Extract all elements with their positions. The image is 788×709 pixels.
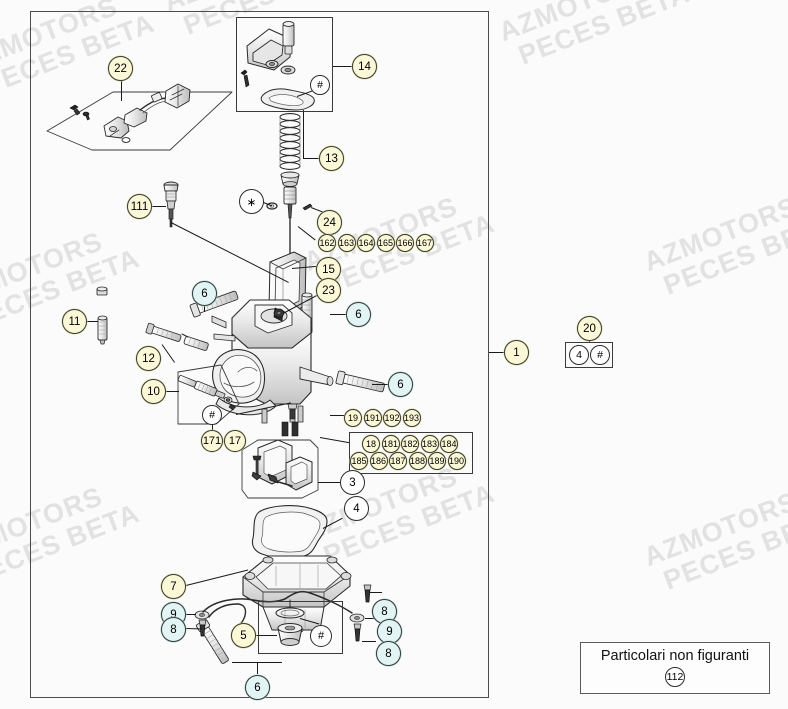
leader-line-13 bbox=[303, 158, 319, 159]
callout-24[interactable]: 24 bbox=[317, 210, 342, 235]
part-7-float-bowl bbox=[242, 555, 352, 634]
callout-10[interactable]: 10 bbox=[141, 379, 166, 404]
jet-bubble-188[interactable]: 188 bbox=[408, 452, 427, 470]
jet-bubble-193[interactable]: 193 bbox=[402, 409, 421, 427]
part-1-carburettor-body bbox=[211, 299, 334, 424]
callout-11[interactable]: 11 bbox=[62, 309, 87, 334]
leader-line-6-bottom bbox=[257, 662, 258, 674]
jet-bubble-185[interactable]: 185 bbox=[350, 452, 368, 470]
part-10-needle-jet-group bbox=[177, 364, 298, 425]
leader-line-14 bbox=[333, 66, 352, 67]
callout-4[interactable]: 4 bbox=[344, 496, 369, 521]
part-8-9-screws-washers bbox=[194, 584, 372, 642]
leader-line-9-right bbox=[365, 618, 377, 619]
jet-bubble-166[interactable]: 166 bbox=[396, 234, 414, 252]
leader-line-5b bbox=[255, 635, 277, 636]
jet-bubble-189[interactable]: 189 bbox=[428, 452, 446, 470]
jet-bubble-165[interactable]: 165 bbox=[376, 234, 395, 252]
callout-6-upper[interactable]: 6 bbox=[346, 302, 371, 327]
leader-line-8-right-upper bbox=[370, 592, 382, 593]
leader-line-6-lower bbox=[372, 384, 388, 385]
leader-line-11 bbox=[86, 321, 98, 322]
callout-23[interactable]: 23 bbox=[316, 278, 341, 303]
leader-line-13-v bbox=[303, 110, 304, 158]
jet-bubble-191[interactable]: 191 bbox=[363, 409, 382, 427]
leader-line-10 bbox=[165, 391, 179, 392]
jet-bubble-19[interactable]: 19 bbox=[344, 409, 362, 427]
part-6-screws bbox=[189, 290, 385, 393]
callout-14-hash[interactable]: # bbox=[310, 75, 330, 95]
part-needle-holder bbox=[266, 171, 313, 259]
part-22-sensor-cable bbox=[46, 83, 233, 151]
callout-171[interactable]: 171 bbox=[201, 430, 223, 452]
note-box: Particolari non figuranti 112 bbox=[580, 642, 770, 694]
callout-6-lower[interactable]: 6 bbox=[388, 372, 413, 397]
note-box-ref[interactable]: 112 bbox=[665, 667, 685, 687]
jet-bubble-190[interactable]: 190 bbox=[447, 452, 466, 470]
callout-111[interactable]: 111 bbox=[127, 194, 152, 219]
jet-bubble-164[interactable]: 164 bbox=[357, 234, 375, 252]
callout-8-right-lower[interactable]: 8 bbox=[376, 641, 401, 666]
jet-bubble-187[interactable]: 187 bbox=[389, 452, 407, 470]
part-111-air-screw bbox=[163, 181, 179, 228]
jet-bubble-163[interactable]: 163 bbox=[337, 234, 356, 252]
callout-10-hash[interactable]: # bbox=[202, 405, 222, 425]
part-12-link-rod bbox=[145, 322, 209, 351]
leader-line-22 bbox=[121, 77, 122, 101]
group-box-14 bbox=[236, 17, 333, 112]
jet-bubble-183[interactable]: 183 bbox=[420, 435, 439, 453]
jet-bubble-184[interactable]: 184 bbox=[440, 435, 458, 453]
callout-20-item-hash[interactable]: # bbox=[590, 345, 610, 365]
group-box-5 bbox=[258, 601, 343, 654]
callout-1[interactable]: 1 bbox=[504, 340, 529, 365]
jet-bubble-167[interactable]: 167 bbox=[415, 234, 434, 252]
callout-star[interactable]: ∗ bbox=[239, 189, 264, 214]
leader-line-1 bbox=[489, 352, 504, 353]
leader-line-8-right-lower bbox=[362, 641, 376, 642]
part-11-pilot-jet bbox=[96, 286, 108, 345]
callout-12[interactable]: 12 bbox=[136, 346, 161, 371]
leader-line-111 bbox=[152, 206, 166, 207]
leader-line-9-left bbox=[186, 614, 196, 615]
callout-6-upperleft[interactable]: 6 bbox=[192, 281, 217, 306]
callout-17[interactable]: 17 bbox=[224, 430, 246, 452]
group-box-20 bbox=[565, 342, 613, 368]
leader-line-6-upper bbox=[330, 314, 346, 315]
callout-8-left[interactable]: 8 bbox=[161, 617, 186, 642]
jet-bubble-18[interactable]: 18 bbox=[362, 435, 380, 453]
jet-bubble-186[interactable]: 186 bbox=[369, 452, 388, 470]
callout-7[interactable]: 7 bbox=[161, 574, 186, 599]
part-5-main-jet bbox=[275, 599, 305, 646]
callout-20-item-4[interactable]: 4 bbox=[569, 345, 589, 365]
leader-line-6-bottom-h bbox=[232, 662, 282, 663]
jet-bubble-192[interactable]: 192 bbox=[383, 409, 401, 427]
note-box-title: Particolari non figuranti bbox=[600, 648, 750, 664]
leader-line-3 bbox=[318, 482, 340, 483]
part-13-spring bbox=[279, 113, 301, 170]
jet-bubble-181[interactable]: 181 bbox=[381, 435, 400, 453]
part-4-bowl-gasket bbox=[251, 505, 328, 559]
group-box-18 bbox=[349, 432, 473, 474]
callout-20[interactable]: 20 bbox=[577, 316, 602, 341]
leader-line-19 bbox=[330, 415, 346, 416]
leader-line-6-upperleft bbox=[204, 300, 205, 312]
callout-22[interactable]: 22 bbox=[108, 56, 133, 81]
jet-bubble-162[interactable]: 162 bbox=[318, 234, 336, 252]
callout-5[interactable]: 5 bbox=[231, 623, 256, 648]
jet-bubble-182[interactable]: 182 bbox=[401, 435, 419, 453]
callout-3[interactable]: 3 bbox=[340, 470, 365, 495]
callout-6-bottom[interactable]: 6 bbox=[245, 675, 270, 700]
callout-5-hash[interactable]: # bbox=[310, 625, 332, 647]
callout-14[interactable]: 14 bbox=[352, 54, 377, 79]
part-3-float-assembly bbox=[241, 421, 319, 499]
callout-15[interactable]: 15 bbox=[316, 257, 341, 282]
callout-13[interactable]: 13 bbox=[319, 146, 344, 171]
